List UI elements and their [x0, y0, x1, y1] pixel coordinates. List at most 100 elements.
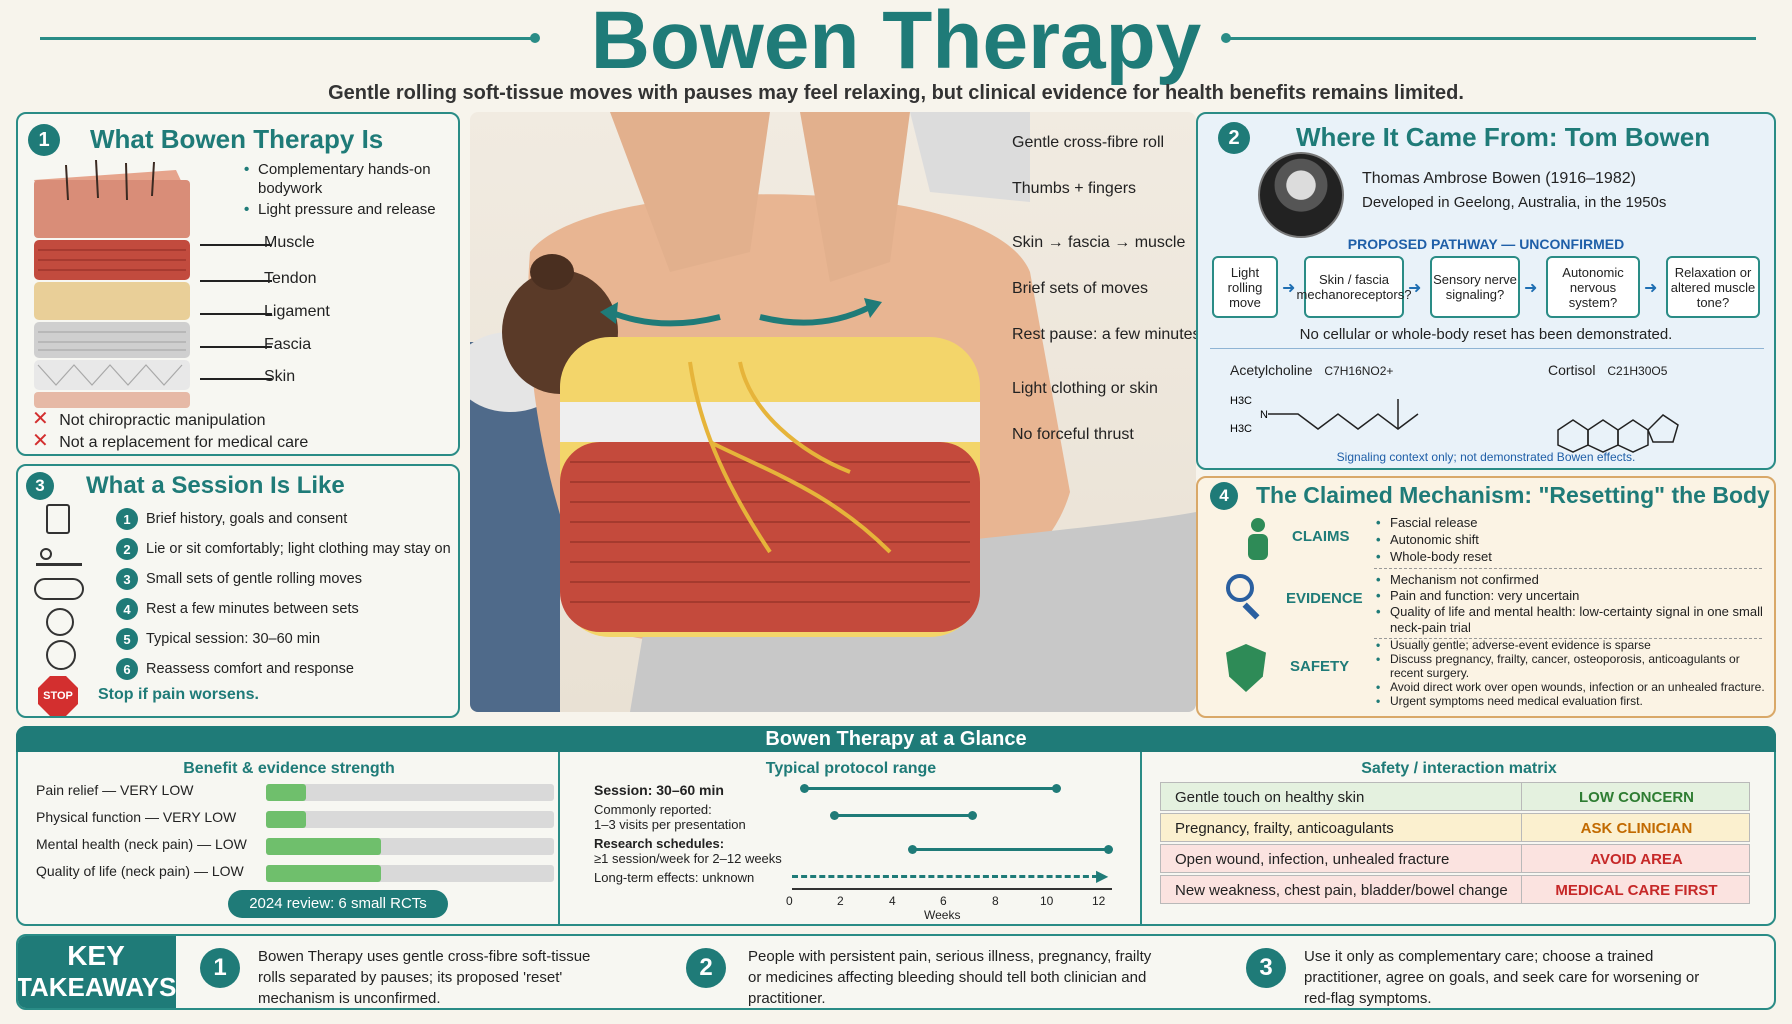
- step-text: Small sets of gentle rolling moves: [146, 571, 362, 587]
- callout-label: Gentle cross-fibre roll: [1012, 134, 1165, 151]
- benefit-label: Quality of life (neck pain) — LOW: [36, 863, 244, 879]
- benefit-label: Pain relief — VERY LOW: [36, 782, 194, 798]
- portrait-avatar: [1258, 152, 1344, 238]
- protocol-title: Typical protocol range: [765, 760, 937, 777]
- section-title: Where It Came From: Tom Bowen: [1296, 122, 1711, 152]
- range-dot: [968, 811, 977, 820]
- lying-person-icon: [36, 546, 82, 566]
- protocol-block: Typical protocol range Session: 30–60 mi…: [560, 752, 1142, 924]
- safety-list: Usually gentle; adverse-event evidence i…: [1376, 638, 1766, 708]
- matrix-situation: Pregnancy, frailty, anticoagulants: [1175, 820, 1394, 837]
- axis-tick: 0: [786, 894, 793, 908]
- safety-label: SAFETY: [1290, 658, 1350, 675]
- arrow-right-icon: ▶: [1096, 868, 1109, 885]
- axis-tick: 4: [889, 894, 896, 908]
- step-text: Lie or sit comfortably; light clothing m…: [146, 541, 451, 557]
- takeaway-text: Use it only as complementary care; choos…: [1304, 948, 1700, 1007]
- stopwatch-icon: [46, 640, 76, 670]
- matrix-title: Safety / interaction matrix: [1361, 760, 1557, 777]
- protocol-label: Research schedules:: [594, 836, 725, 851]
- section-mechanism: 4 The Claimed Mechanism: "Resetting" the…: [1196, 476, 1776, 718]
- safety-item: Avoid direct work over open wounds, infe…: [1376, 680, 1766, 694]
- layer-connector: [200, 280, 272, 282]
- takeaways-title-box: [18, 936, 176, 1008]
- bar-fill: [266, 784, 307, 801]
- bar-track: [266, 784, 554, 801]
- bar-fill: [266, 838, 382, 855]
- pathway-flow: Light rolling move ➜ Skin / fascia mecha…: [1212, 256, 1772, 318]
- not-label: Not a replacement for medical care: [59, 434, 309, 451]
- section-title: What a Session Is Like: [86, 472, 345, 499]
- axis-tick: 6: [940, 894, 947, 908]
- step-number: 5: [116, 628, 138, 650]
- step-number: 1: [116, 508, 138, 530]
- layer-connector: [200, 244, 272, 246]
- benefit-row: Quality of life (neck pain) — LOW: [36, 863, 566, 883]
- section-number: 2: [1218, 122, 1250, 154]
- evidence-item: Mechanism not confirmed: [1376, 572, 1766, 588]
- benefit-row: Pain relief — VERY LOW: [36, 782, 566, 802]
- layer-label-tendon: Tendon: [264, 270, 317, 287]
- pathway-title: PROPOSED PATHWAY — UNCONFIRMED: [1347, 236, 1625, 252]
- protocol-label: Long-term effects: unknown: [594, 870, 755, 885]
- clipboard-icon: [46, 504, 70, 534]
- page-subtitle: Gentle rolling soft-tissue moves with pa…: [328, 82, 1464, 104]
- callout-label: Thumbs + fingers: [1012, 180, 1137, 197]
- takeaways-title: KEY: [67, 940, 125, 971]
- arrow-right-icon: ➜: [1282, 280, 1296, 297]
- axis-tick: 12: [1092, 894, 1106, 908]
- molecule-formula: C7H16NO2+: [1324, 364, 1394, 378]
- matrix-rating: MEDICAL CARE FIRST: [1521, 876, 1751, 903]
- step-number: 2: [116, 538, 138, 560]
- range-dot: [1104, 845, 1113, 854]
- review-badge: 2024 review: 6 small RCTs: [228, 890, 448, 918]
- axis-label: Weeks: [924, 908, 961, 922]
- range-longterm-dashed: [792, 875, 1098, 878]
- not-label: Not chiropractic manipulation: [59, 412, 266, 429]
- protocol-sub: 1–3 visits per presentation: [594, 817, 746, 832]
- matrix-situation: Open wound, infection, unhealed fracture: [1175, 851, 1450, 868]
- matrix-row: Open wound, infection, unhealed fracture…: [1160, 844, 1750, 873]
- benefit-row: Mental health (neck pain) — LOW: [36, 836, 566, 856]
- glance-header: [16, 726, 1776, 752]
- stop-sign-icon: STOP: [38, 676, 78, 716]
- bar-track: [266, 838, 554, 855]
- step-text: Brief history, goals and consent: [146, 511, 348, 527]
- section-origin: 2 Where It Came From: Tom Bowen Thomas A…: [1196, 112, 1776, 470]
- stop-warning: Stop if pain worsens.: [98, 686, 259, 703]
- weeks-axis: [792, 888, 1112, 890]
- callout-label: No forceful thrust: [1012, 426, 1134, 443]
- claims-label: CLAIMS: [1292, 528, 1350, 545]
- takeaway-number: 1: [200, 948, 240, 988]
- takeaways-title: TAKEAWAYS: [16, 972, 177, 1002]
- range-dot: [830, 811, 839, 820]
- layer-label-skin: Skin: [264, 368, 296, 385]
- callout-label: Brief sets of moves: [1012, 280, 1149, 297]
- protocol-label: Session: 30–60 min: [594, 782, 724, 798]
- axis-tick: 8: [992, 894, 999, 908]
- step-text: Typical session: 30–60 min: [146, 631, 321, 647]
- evidence-item: Quality of life and mental health: low-c…: [1376, 604, 1766, 636]
- session-step: 5 Typical session: 30–60 min: [116, 624, 456, 654]
- svg-text:N: N: [1260, 409, 1268, 421]
- bar-fill: [266, 865, 382, 882]
- definition-list: Complementary hands-on bodywork Light pr…: [244, 160, 454, 219]
- page-title: Bowen Therapy: [590, 0, 1202, 86]
- matrix-rating: LOW CONCERN: [1521, 783, 1751, 810]
- takeaway-text: People with persistent pain, serious ill…: [748, 948, 1152, 1007]
- molecule-formula: C21H30O5: [1607, 364, 1668, 378]
- layer-label-fascia: Fascia: [264, 336, 312, 353]
- molecule-cortisol: Cortisol C21H30O5: [1548, 362, 1667, 378]
- tissue-cutaway: [560, 337, 980, 637]
- matrix-situation: New weakness, chest pain, bladder/bowel …: [1175, 882, 1508, 899]
- range-dot: [800, 784, 809, 793]
- benefit-row: Physical function — VERY LOW: [36, 809, 566, 829]
- range-dot: [1052, 784, 1061, 793]
- section-title: The Claimed Mechanism: "Resetting" the B…: [1256, 482, 1770, 508]
- svg-text:H3C: H3C: [1230, 395, 1252, 407]
- range-research: [912, 848, 1108, 851]
- matrix-row: New weakness, chest pain, bladder/bowel …: [1160, 875, 1750, 904]
- evidence-item: Pain and function: very uncertain: [1376, 588, 1766, 604]
